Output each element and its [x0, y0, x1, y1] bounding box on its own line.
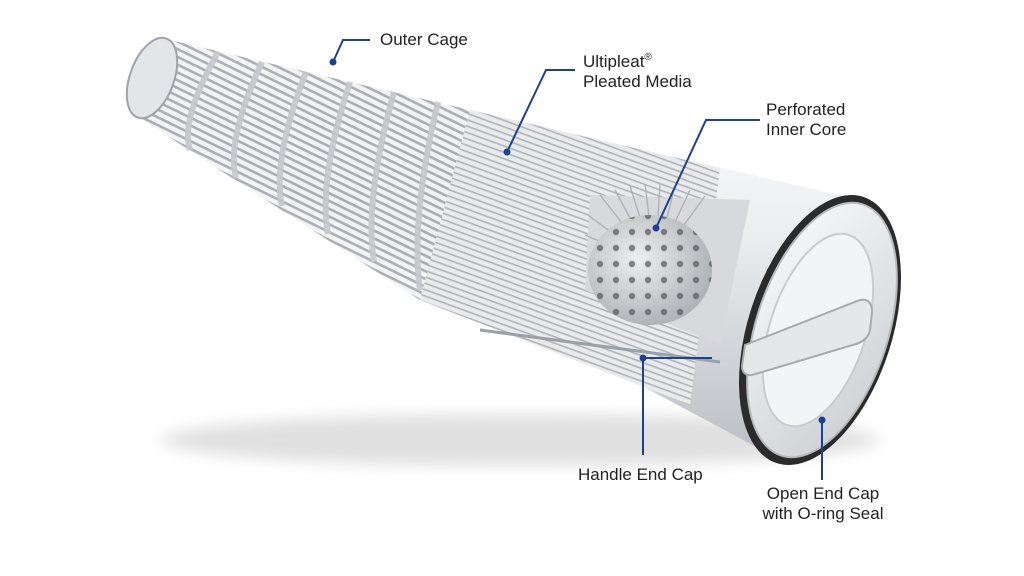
leader-inner-core — [655, 119, 760, 229]
leader-endpoints — [329, 58, 826, 424]
registered-mark: ® — [644, 52, 652, 63]
pleated-media-surface — [420, 110, 720, 405]
leader-dot-pleated-media — [503, 148, 511, 156]
callout-pleated-media-line-2: Pleated Media — [583, 72, 692, 91]
callout-open-end-cap-line-2: with O-ring Seal — [762, 504, 884, 523]
core-holes — [588, 215, 712, 325]
callout-pleated-media-line-1: Ultipleat® — [583, 52, 692, 72]
callout-outer-cage: Outer Cage — [380, 30, 468, 50]
handle-end-band — [479, 328, 721, 364]
leader-dot-outer-cage — [329, 58, 337, 66]
leader-dot-open-end-cap — [818, 416, 826, 424]
ground-shadow — [160, 414, 880, 466]
callout-inner-core: Perforated Inner Core — [766, 100, 846, 140]
callout-pleated-media: Ultipleat® Pleated Media — [583, 52, 692, 92]
callout-outer-cage-line-1: Outer Cage — [380, 30, 468, 49]
brand-name: Ultipleat — [583, 52, 645, 71]
outer-cage-grid — [135, 40, 470, 300]
callout-inner-core-line-1: Perforated — [766, 100, 846, 119]
callout-inner-core-line-2: Inner Core — [766, 120, 847, 139]
left-end-ring — [125, 36, 179, 120]
callout-handle-end-cap-line-1: Handle End Cap — [578, 465, 703, 484]
leader-pleated-media — [506, 69, 575, 153]
leader-outer-cage — [332, 39, 370, 63]
callout-handle-end-cap: Handle End Cap — [578, 465, 703, 485]
callout-open-end-cap-line-1: Open End Cap — [766, 484, 880, 503]
leader-dot-inner-core — [652, 224, 660, 232]
end-cap-handle — [740, 298, 874, 377]
callout-open-end-cap: Open End Cap with O-ring Seal — [750, 484, 896, 524]
leader-dot-handle-end-cap — [639, 354, 647, 362]
cage-rings — [184, 50, 441, 291]
